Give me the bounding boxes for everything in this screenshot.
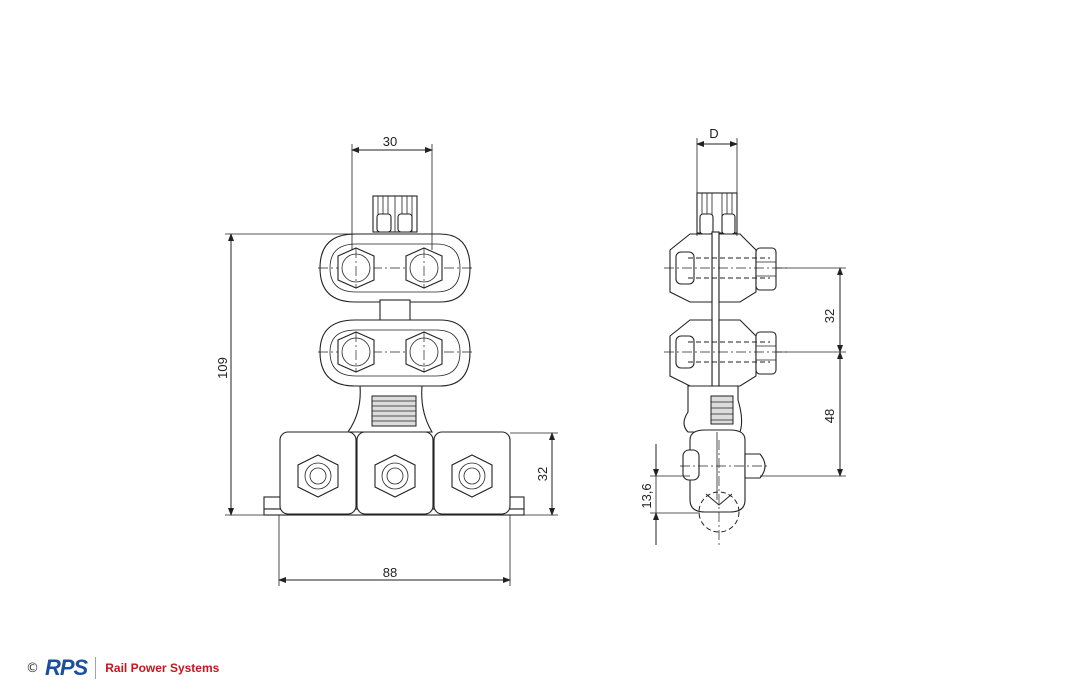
logo-divider [95, 657, 97, 679]
company-name: Rail Power Systems [105, 661, 220, 675]
footer: © RPS Rail Power Systems [26, 655, 219, 681]
front-neck-thread [346, 385, 433, 433]
side-view: D 32 48 13,6 [639, 126, 846, 548]
front-upper-clamp [318, 233, 474, 323]
dim-label-109: 109 [215, 357, 230, 379]
dim-label-d: D [709, 126, 718, 141]
front-base [263, 431, 525, 516]
dim-height-total: 109 [215, 233, 360, 516]
rps-logo-text: RPS [45, 655, 88, 680]
copyright-symbol: © [26, 660, 39, 676]
side-bottom-clamp [680, 429, 770, 548]
rps-logo: RPS [45, 655, 88, 681]
front-lower-clamp [318, 319, 474, 387]
dim-bolt-spacing: 32 [776, 267, 846, 353]
dim-width-top: 30 [351, 134, 433, 250]
side-neck [683, 385, 743, 433]
dim-bottom: 13,6 [639, 444, 700, 545]
dim-label-48: 48 [822, 409, 837, 423]
dim-label-88: 88 [383, 565, 397, 580]
dim-label-32-side: 32 [822, 309, 837, 323]
side-upper-clamp [664, 233, 790, 303]
dim-label-13-6: 13,6 [639, 483, 654, 508]
side-cable-strands [696, 192, 738, 235]
side-lower-clamp [664, 319, 790, 387]
dim-base-height: 32 [510, 432, 558, 516]
front-cable-strands [372, 195, 418, 233]
dim-label-32-base: 32 [535, 467, 550, 481]
dim-base-width: 88 [278, 515, 511, 586]
dim-lower-spacing: 48 [760, 351, 846, 477]
front-view: 30 109 32 88 [215, 134, 558, 586]
dim-label-30: 30 [383, 134, 397, 149]
side-center-plate [711, 231, 720, 393]
dim-diameter: D [696, 126, 738, 236]
